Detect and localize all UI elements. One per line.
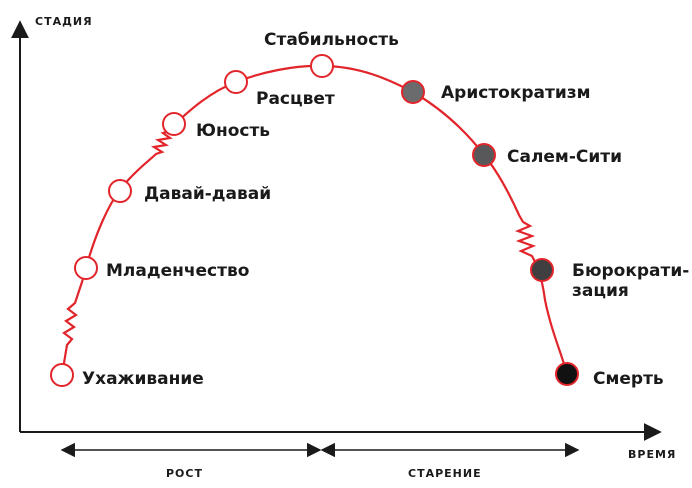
stage-bureaucracy-label-line2: зация [572,281,629,301]
stage-stability-marker [310,54,334,78]
growth-phase-label: РОСТ [166,467,203,480]
stage-infancy-label: Младенчество [106,261,249,281]
stage-courtship-marker [50,363,74,387]
stage-aristocracy-marker [401,80,425,104]
aging-phase-label: СТАРЕНИЕ [408,467,482,480]
stage-prime-label: Расцвет [256,89,335,109]
stage-bureaucracy-marker [530,258,554,282]
stage-adolescence-label: Юность [196,121,270,141]
stage-go-go-marker [108,179,132,203]
stage-infancy-marker [74,256,98,280]
stage-adolescence-marker [162,112,186,136]
x-axis-label: ВРЕМЯ [628,448,676,461]
stage-stability-label: Стабильность [264,30,399,50]
stage-prime-marker [224,70,248,94]
stage-salem-city-marker [472,143,496,167]
stage-courtship-label: Ухаживание [82,369,204,389]
stage-bureaucracy-label-line1: Бюрократи- [572,261,689,281]
stage-aristocracy-label: Аристократизм [441,83,591,103]
stage-salem-city-label: Салем-Сити [507,147,622,167]
stage-death-marker [555,362,579,386]
stage-death-label: Смерть [593,369,664,389]
y-axis-label: СТАДИЯ [35,15,93,28]
stage-go-go-label: Давай-давай [144,184,271,204]
lifecycle-curve [60,64,569,376]
